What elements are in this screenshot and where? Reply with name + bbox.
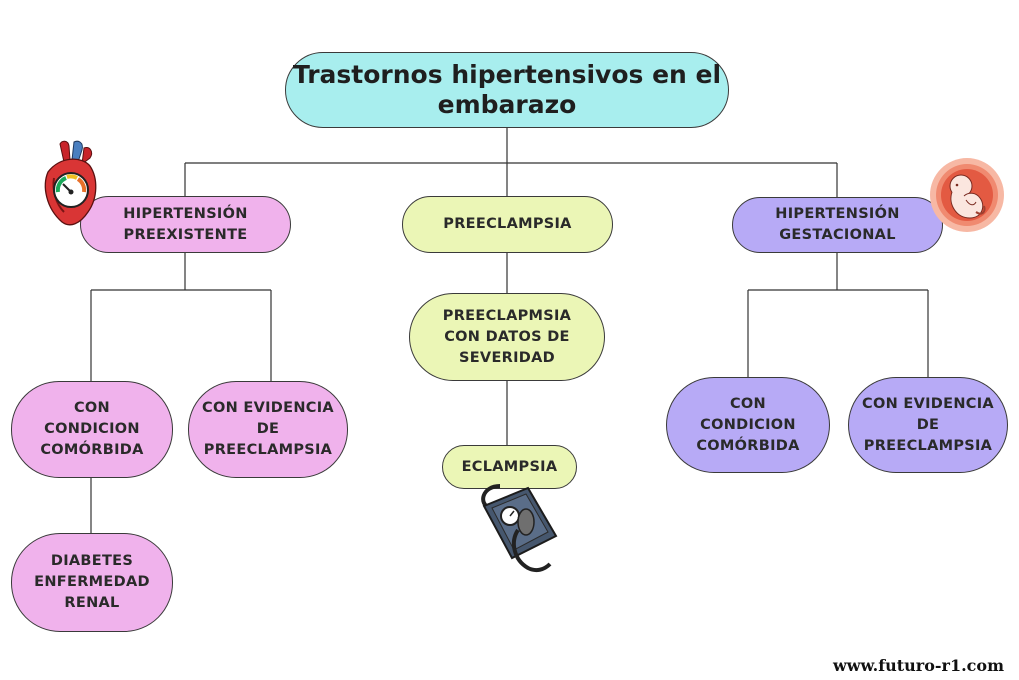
node-gest-condicion-comorbida: CON CONDICION COMÓRBIDA — [666, 377, 830, 473]
node-eclampsia: ECLAMPSIA — [442, 445, 577, 489]
node-gest-evidencia-preeclampsia: CON EVIDENCIA DE PREECLAMPSIA — [848, 377, 1008, 473]
node-pre-condicion-comorbida: CON CONDICION COMÓRBIDA — [11, 381, 173, 478]
node-hipertension-gestacional: HIPERTENSIÓN GESTACIONAL — [732, 197, 943, 253]
node-preeclampsia: PREECLAMPSIA — [402, 196, 613, 253]
blood-pressure-cuff-icon — [481, 484, 558, 573]
watermark: www.futuro-r1.com — [832, 656, 1004, 675]
heart-gauge-icon — [44, 140, 97, 226]
node-hipertension-preexistente: HIPERTENSIÓN PREEXISTENTE — [80, 196, 291, 253]
fetus-icon — [930, 158, 1004, 232]
node-diabetes-enfermedad-renal: DIABETES ENFERMEDAD RENAL — [11, 533, 173, 632]
root-title: Trastornos hipertensivos en el embarazo — [285, 52, 729, 128]
node-preeclampsia-severidad: PREECLAPMSIA CON DATOS DE SEVERIDAD — [409, 293, 605, 381]
node-pre-evidencia-preeclampsia: CON EVIDENCIA DE PREECLAMPSIA — [188, 381, 348, 478]
